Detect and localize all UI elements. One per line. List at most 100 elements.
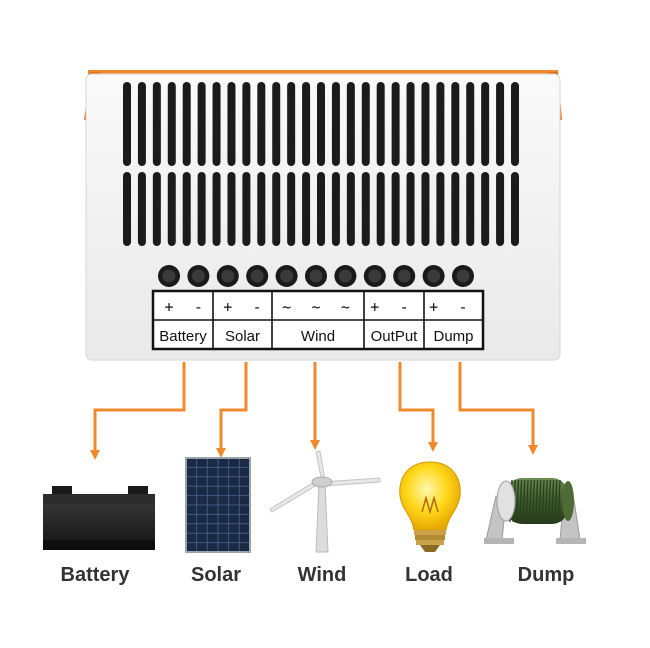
terminal-polarity-row: + - + - ~ ~ ~ + - + - [164, 298, 467, 316]
caption-load: Load [405, 564, 453, 586]
wire-battery [90, 362, 186, 460]
terminal-group-dump: Dump [433, 328, 473, 345]
caption-solar: Solar [191, 564, 241, 586]
coil-winding [547, 479, 552, 523]
vent-slot [436, 172, 445, 246]
coil-winding [528, 479, 532, 523]
polarity-battery-minus: - [194, 298, 203, 316]
vent-slot [227, 82, 236, 166]
controller-housing [84, 70, 562, 361]
wire-solar [216, 362, 248, 458]
terminal-screw-center [456, 269, 470, 283]
vent-slot [436, 82, 445, 166]
terminal-screw-center [427, 269, 441, 283]
vent-slot [123, 82, 131, 166]
polarity-wind-phase-1: ~ [282, 298, 291, 316]
polarity-dump-plus: + [429, 298, 438, 316]
vent-slot [331, 82, 340, 166]
wind-turbine-icon [269, 450, 381, 553]
vent-slot [421, 172, 430, 246]
vent-grille [123, 82, 519, 246]
terminal-group-dividers [212, 291, 425, 349]
vent-slot [451, 172, 460, 246]
terminal-group-output: OutPut [371, 328, 419, 345]
solar-panel-icon [185, 457, 251, 553]
terminal-screw-center [280, 269, 294, 283]
polarity-dump-minus: - [458, 298, 467, 316]
coil-winding [518, 479, 523, 523]
vent-slot [376, 82, 385, 166]
vent-slot [391, 172, 400, 246]
vent-slot [167, 82, 176, 166]
terminal-screws [158, 265, 474, 287]
vent-slot [406, 172, 415, 246]
vent-slot [137, 172, 146, 246]
vent-slot [361, 172, 370, 246]
terminal-screw-center [162, 269, 176, 283]
vent-slot [242, 82, 251, 166]
terminal-screw-center [221, 269, 235, 283]
vent-slot [481, 82, 490, 166]
vent-slot [197, 172, 206, 246]
vent-slot [212, 82, 221, 166]
battery-icon [43, 486, 155, 550]
polarity-solar-minus: - [253, 298, 262, 316]
vent-slot [511, 82, 519, 166]
connection-wires [90, 362, 538, 460]
terminal-screw-center [397, 269, 411, 283]
vent-slot [496, 82, 505, 166]
caption-wind: Wind [298, 564, 347, 586]
terminal-screw-center [191, 269, 205, 283]
coil-winding [538, 479, 542, 523]
vent-slot [272, 172, 281, 246]
terminal-group-solar: Solar [225, 328, 260, 345]
vent-slot [361, 82, 370, 166]
vent-slot [466, 172, 475, 246]
terminal-group-battery: Battery [159, 328, 207, 345]
vent-slot [466, 82, 475, 166]
coil-winding [515, 479, 520, 523]
vent-slot [152, 82, 161, 166]
dump-resistor-icon [484, 478, 586, 544]
vent-slot [152, 172, 161, 246]
vent-slot [302, 82, 311, 166]
coil-winding [550, 479, 555, 523]
caption-battery: Battery [61, 564, 131, 586]
polarity-output-plus: + [370, 298, 379, 316]
vent-slot [346, 82, 355, 166]
vent-slot [182, 172, 191, 246]
vent-slot [123, 172, 131, 246]
vent-slot [406, 82, 415, 166]
vent-slot [317, 82, 325, 166]
vent-slot [302, 172, 311, 246]
device-captions: Battery Solar Wind Load Dump [61, 564, 575, 586]
coil-winding [531, 479, 536, 523]
caption-dump: Dump [518, 564, 575, 586]
vent-slot [451, 82, 460, 166]
vent-slot [227, 172, 236, 246]
polarity-battery-plus: + [164, 298, 173, 316]
terminal-group-row: Battery Solar Wind OutPut Dump [159, 328, 473, 345]
vent-slot [242, 172, 251, 246]
coil-winding [544, 479, 548, 523]
vent-slot [212, 172, 221, 246]
vent-slot [346, 172, 355, 246]
vent-slot [421, 82, 430, 166]
vent-slot [272, 82, 281, 166]
polarity-wind-phase-3: ~ [341, 298, 350, 316]
coil-winding [522, 479, 526, 523]
coil-winding [554, 479, 558, 523]
wire-dump [458, 362, 538, 455]
polarity-wind-phase-2: ~ [311, 298, 320, 316]
wire-load [398, 362, 438, 452]
vent-slot [287, 172, 296, 246]
coil-winding [534, 479, 539, 523]
vent-slot [391, 82, 400, 166]
coil-winding [557, 479, 561, 523]
vent-slot [257, 172, 266, 246]
terminal-screw-center [338, 269, 352, 283]
vent-slot [331, 172, 340, 246]
terminal-screw-center [250, 269, 264, 283]
vent-slot [511, 172, 519, 246]
